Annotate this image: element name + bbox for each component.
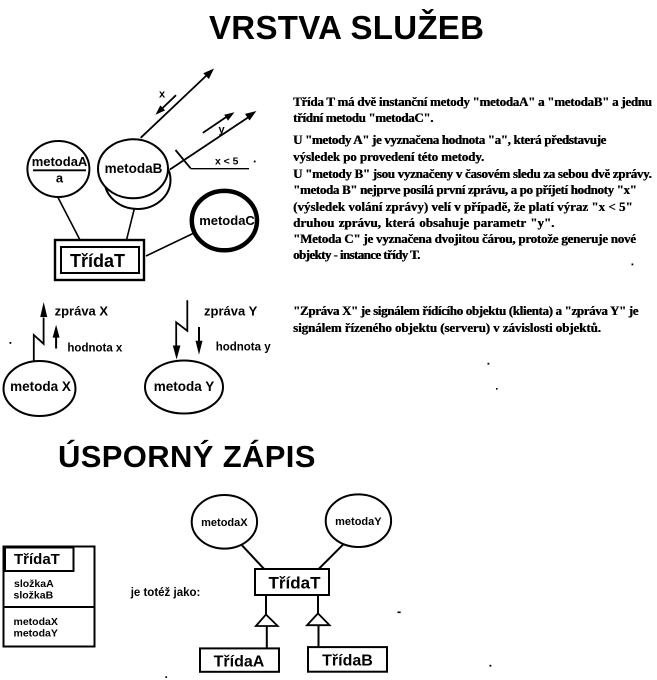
svg-text:metodaA: metodaA — [32, 154, 88, 169]
svg-text:metodaX: metodaX — [14, 616, 58, 628]
svg-text:y: y — [219, 124, 226, 136]
svg-text:TřídaA: TřídaA — [214, 654, 265, 671]
svg-text:metodaX: metodaX — [201, 517, 248, 529]
svg-text:hodnota y: hodnota y — [216, 341, 272, 353]
svg-text:hodnota x: hodnota x — [67, 342, 123, 354]
svg-text:metodaY: metodaY — [14, 628, 58, 640]
svg-text:a: a — [56, 171, 64, 186]
svg-text:TřídaT: TřídaT — [14, 551, 60, 568]
svg-text:metodaY: metodaY — [335, 516, 382, 528]
svg-text:složkaB: složkaB — [14, 590, 54, 602]
svg-text:TřídaT: TřídaT — [70, 251, 125, 271]
svg-text:metodaC: metodaC — [199, 213, 255, 228]
svg-text:metodaB: metodaB — [105, 161, 163, 176]
svg-text:složkaA: složkaA — [14, 578, 54, 590]
svg-text:metoda X: metoda X — [10, 379, 71, 394]
svg-text:zpráva X: zpráva X — [55, 303, 109, 318]
svg-text:je totéž jako:: je totéž jako: — [130, 587, 201, 599]
svg-text:x: x — [159, 89, 166, 101]
svg-text:TřídaB: TřídaB — [322, 653, 373, 670]
svg-text:TřídaT: TřídaT — [269, 574, 322, 593]
svg-text:metoda Y: metoda Y — [154, 379, 215, 394]
svg-text:x < 5: x < 5 — [215, 157, 239, 168]
svg-text:zpráva Y: zpráva Y — [204, 303, 258, 318]
